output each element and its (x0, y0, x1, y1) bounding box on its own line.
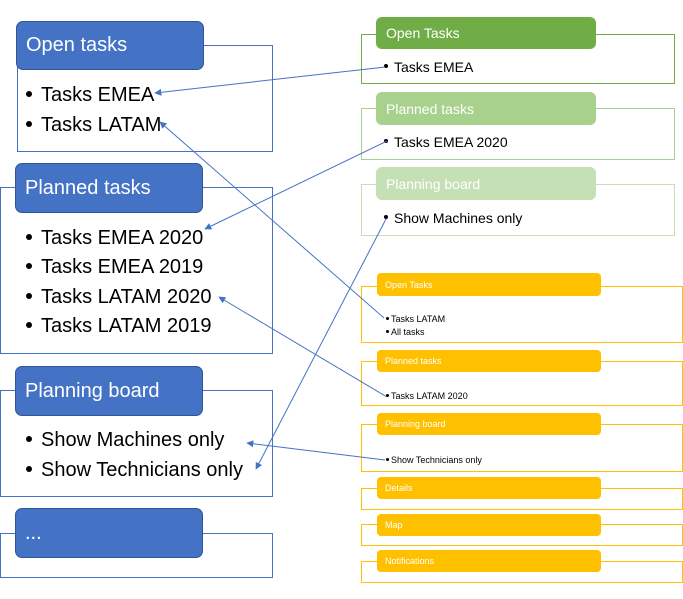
list-item[interactable]: Tasks LATAM 2019 (26, 315, 211, 338)
planned-tasks-title: Planned tasks (25, 176, 151, 199)
green-open-tasks-title: Open Tasks (386, 25, 460, 41)
list-item[interactable]: All tasks (386, 327, 425, 337)
list-item[interactable]: Tasks EMEA 2020 (384, 134, 508, 150)
list-item[interactable]: Tasks EMEA (384, 59, 473, 75)
list-item[interactable]: Tasks EMEA 2020 (26, 227, 203, 250)
green-open-tasks-header[interactable]: Open Tasks (376, 17, 596, 49)
green-planning-board-header[interactable]: Planning board (376, 167, 596, 200)
more-title: ... (25, 521, 42, 544)
green-planning-board-title: Planning board (386, 175, 481, 192)
list-item[interactable]: Show Technicians only (386, 455, 482, 465)
more-header[interactable]: ... (15, 508, 203, 558)
list-item[interactable]: Tasks LATAM (26, 114, 161, 137)
orange-planning-board-header[interactable]: Planning board (377, 413, 601, 435)
orange-notifications-header[interactable]: Notifications (377, 550, 601, 572)
orange-open-tasks-header[interactable]: Open Tasks (377, 273, 601, 296)
orange-planning-board-title: Planning board (385, 419, 446, 429)
list-item[interactable]: Tasks LATAM 2020 (26, 286, 211, 309)
list-item[interactable]: Show Technicians only (26, 459, 243, 482)
green-planned-tasks-title: Planned tasks (386, 100, 474, 117)
orange-planned-tasks-title: Planned tasks (385, 356, 442, 366)
list-item[interactable]: Tasks EMEA 2019 (26, 256, 203, 279)
planned-tasks-header[interactable]: Planned tasks (15, 163, 203, 213)
list-item[interactable]: Tasks EMEA (26, 84, 154, 107)
orange-open-tasks-title: Open Tasks (385, 279, 433, 290)
orange-map-title: Map (385, 520, 403, 530)
orange-details-header[interactable]: Details (377, 477, 601, 499)
planning-board-header[interactable]: Planning board (15, 366, 203, 416)
planning-board-title: Planning board (25, 379, 160, 402)
open-tasks-title: Open tasks (26, 34, 128, 56)
green-planned-tasks-header[interactable]: Planned tasks (376, 92, 596, 125)
orange-details-title: Details (385, 483, 413, 493)
list-item[interactable]: Show Machines only (384, 210, 522, 226)
list-item[interactable]: Tasks LATAM (386, 314, 445, 324)
list-item[interactable]: Show Machines only (26, 429, 224, 452)
orange-notifications-title: Notifications (385, 556, 435, 566)
open-tasks-header[interactable]: Open tasks (16, 21, 204, 70)
orange-planned-tasks-header[interactable]: Planned tasks (377, 350, 601, 372)
orange-map-header[interactable]: Map (377, 514, 601, 536)
list-item[interactable]: Tasks LATAM 2020 (386, 391, 468, 401)
